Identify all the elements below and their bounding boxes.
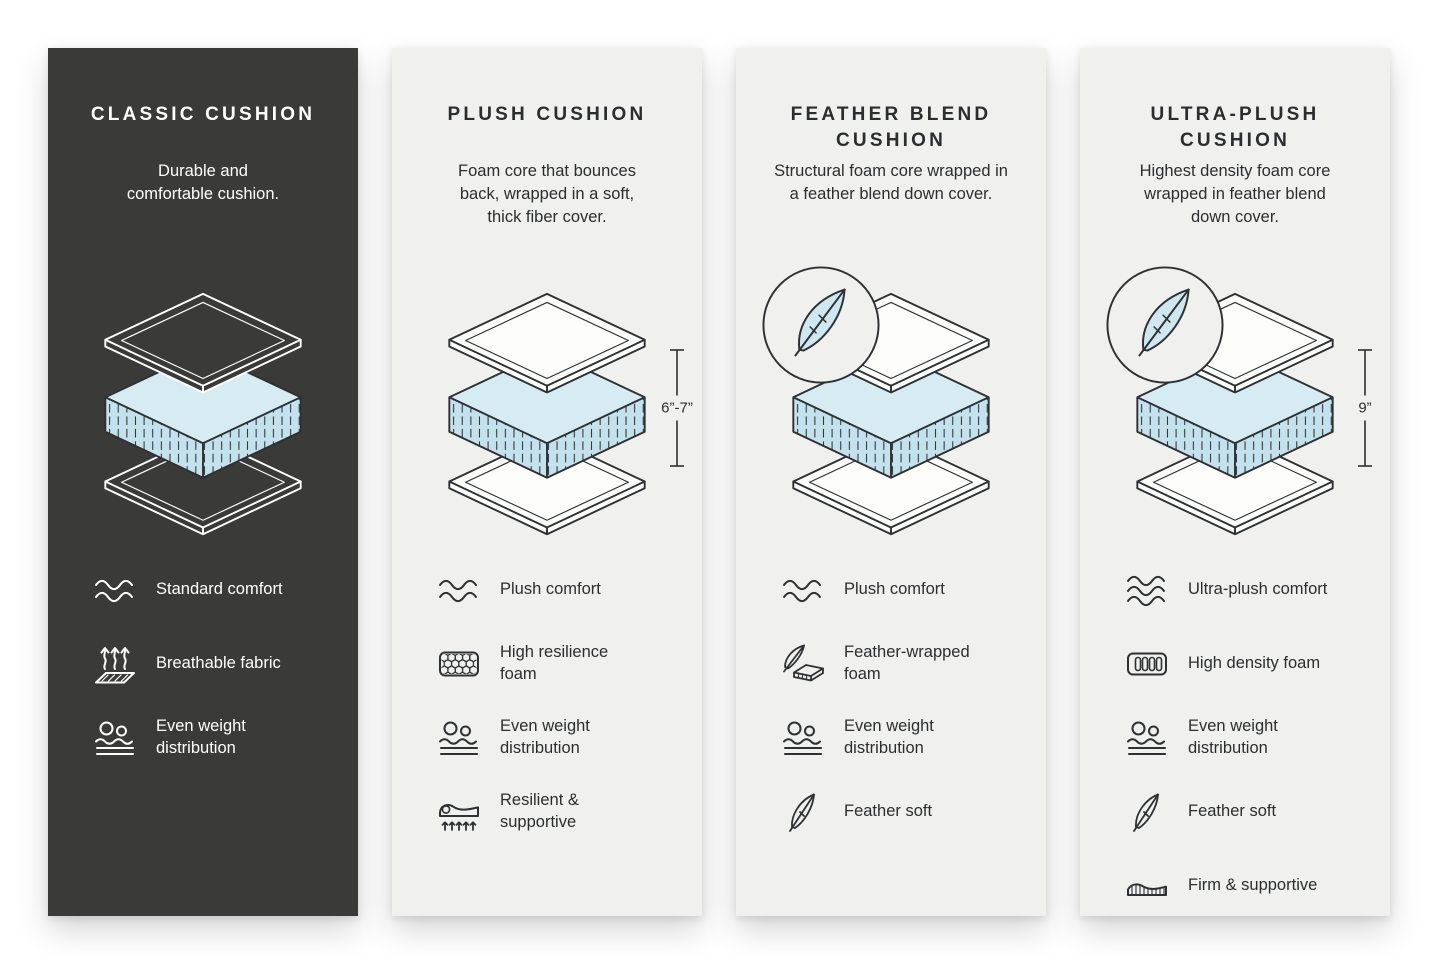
feather-icon xyxy=(1124,790,1170,834)
feature-row: Feather soft xyxy=(780,790,1046,834)
feather-icon xyxy=(780,790,826,834)
panel-classic-cushion: CLASSIC CUSHION Durable and comfortable … xyxy=(48,48,358,916)
feather-wrapped-foam-icon xyxy=(780,642,826,686)
panel-ultra-plush-cushion: ULTRA-PLUSH CUSHION Highest density foam… xyxy=(1080,48,1390,916)
feature-label: Resilient & supportive xyxy=(500,791,579,831)
cushion-layers-diagram: 9” xyxy=(1106,266,1373,542)
panel-title: CLASSIC CUSHION xyxy=(90,104,316,125)
panel-description: Structural foam core wrapped in a feathe… xyxy=(774,162,1008,203)
resilient-supportive-icon xyxy=(436,790,482,834)
feature-label: Feather soft xyxy=(1188,802,1277,821)
height-ruler: 9” xyxy=(1356,348,1374,468)
firm-supportive-icon xyxy=(1124,864,1170,908)
feature-row: Even weight distribution xyxy=(780,716,1046,760)
panel-title: ULTRA-PLUSH CUSHION xyxy=(1150,104,1320,151)
feature-label: Breathable fabric xyxy=(156,654,281,673)
panel-plush-cushion: PLUSH CUSHION Foam core that bounces bac… xyxy=(392,48,702,916)
feature-list: Ultra-plush comfort High density foam xyxy=(1080,568,1390,908)
waves-icon xyxy=(436,568,482,612)
feature-label: Even weight distribution xyxy=(1188,717,1278,757)
feature-label: Feather-wrapped foam xyxy=(844,643,970,683)
cushion-layers-diagram xyxy=(762,266,1006,542)
even-weight-distribution-icon xyxy=(436,716,482,760)
feature-row: Feather-wrapped foam xyxy=(780,642,1046,686)
feature-row: High density foam xyxy=(1124,642,1390,686)
feature-row: Standard comfort xyxy=(92,568,358,612)
feature-row: Plush comfort xyxy=(780,568,1046,612)
feature-row: High resilience foam xyxy=(436,642,702,686)
panel-title: PLUSH CUSHION xyxy=(447,104,647,125)
feature-row: Even weight distribution xyxy=(1124,716,1390,760)
feature-label: Plush comfort xyxy=(844,580,945,599)
feature-label: High density foam xyxy=(1188,654,1321,673)
height-ruler: 6”-7” xyxy=(660,348,694,468)
panel-title: FEATHER BLEND CUSHION xyxy=(790,104,992,151)
panel-description: Foam core that bounces back, wrapped in … xyxy=(458,162,636,226)
high-density-foam-icon xyxy=(1124,642,1170,686)
feature-label: Ultra-plush comfort xyxy=(1188,580,1328,599)
feather-badge-icon xyxy=(1106,266,1224,384)
breathable-fabric-icon xyxy=(92,642,138,686)
waves-icon xyxy=(92,568,138,612)
height-measurement: 9” xyxy=(1357,395,1373,421)
waves-icon xyxy=(780,568,826,612)
feature-label: Firm & supportive xyxy=(1188,876,1318,895)
even-weight-distribution-icon xyxy=(780,716,826,760)
cushion-layers-diagram: 6”-7” xyxy=(432,290,694,542)
feature-label: Even weight distribution xyxy=(156,717,246,757)
feature-row: Even weight distribution xyxy=(92,716,358,760)
feature-label: High resilience foam xyxy=(500,643,609,683)
feature-row: Resilient & supportive xyxy=(436,790,702,834)
feather-badge-icon xyxy=(762,266,880,384)
feature-label: Feather soft xyxy=(844,802,933,821)
feature-label: Standard comfort xyxy=(156,580,283,599)
panel-description: Durable and comfortable cushion. xyxy=(126,162,280,203)
panel-description: Highest density foam core wrapped in fea… xyxy=(1139,162,1331,226)
even-weight-distribution-icon xyxy=(1124,716,1170,760)
cushion-layers-diagram xyxy=(88,290,318,542)
feature-label: Even weight distribution xyxy=(500,717,590,757)
feature-label: Plush comfort xyxy=(500,580,601,599)
feature-list: Standard comfort Breathable fabric xyxy=(48,568,358,760)
panel-feather-blend-cushion: FEATHER BLEND CUSHION Structural foam co… xyxy=(736,48,1046,916)
feature-row: Feather soft xyxy=(1124,790,1390,834)
height-measurement: 6”-7” xyxy=(660,395,694,421)
feature-row: Even weight distribution xyxy=(436,716,702,760)
feature-row: Ultra-plush comfort xyxy=(1124,568,1390,612)
feature-list: Plush comfort High resilience foam xyxy=(392,568,702,834)
feature-row: Plush comfort xyxy=(436,568,702,612)
honeycomb-foam-icon xyxy=(436,642,482,686)
feature-label: Even weight distribution xyxy=(844,717,934,757)
feature-row: Breathable fabric xyxy=(92,642,358,686)
feature-row: Firm & supportive xyxy=(1124,864,1390,908)
feature-list: Plush comfort Feather-wrapped foam xyxy=(736,568,1046,834)
waves-icon xyxy=(1124,568,1170,612)
even-weight-distribution-icon xyxy=(92,716,138,760)
cushion-stack-graphic xyxy=(448,292,646,536)
cushion-stack-graphic xyxy=(104,292,302,536)
